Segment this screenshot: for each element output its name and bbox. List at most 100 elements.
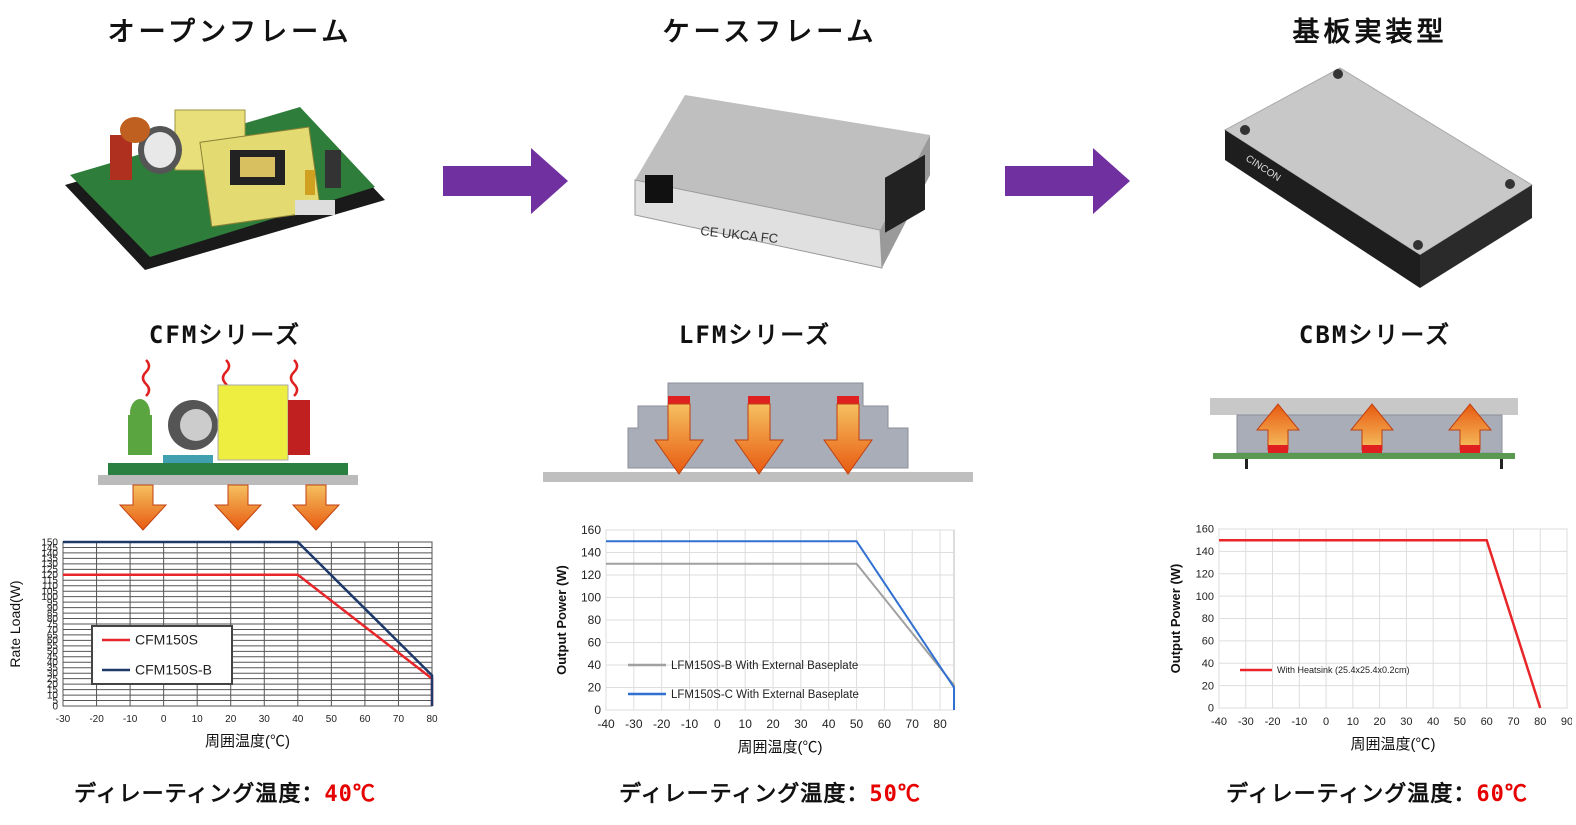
x-tick-label: 0 (714, 717, 721, 731)
x-tick-label: 50 (1454, 716, 1466, 728)
derating-label: ディレーティング温度： (1226, 782, 1477, 807)
derating-temp-lfm: ディレーティング温度：50℃ (595, 776, 945, 808)
x-tick-label: 80 (933, 717, 947, 731)
case-frame-heat-diagram (543, 382, 973, 482)
x-axis-label: 周囲温度(℃) (738, 739, 823, 756)
heat-wave-icon (141, 359, 151, 397)
x-tick-label: 40 (822, 717, 836, 731)
series-title-cbm: CBMシリーズ (1298, 321, 1452, 349)
heat-arrow-down-icon (654, 396, 704, 475)
board-mount-product-image: CINCON (1224, 67, 1533, 288)
x-tick-label: -10 (123, 714, 138, 725)
y-tick-label: 5 (52, 696, 58, 707)
x-tick-label: -10 (681, 717, 699, 731)
legend-label: CFM150S (135, 632, 198, 648)
x-tick-label: -20 (89, 714, 104, 725)
derating-label: ディレーティング温度： (619, 782, 870, 807)
x-tick-label: 10 (192, 714, 204, 725)
y-tick-label: 40 (47, 658, 59, 669)
flow-arrow-2 (1005, 148, 1130, 214)
y-tick-label: 0 (52, 701, 58, 712)
y-tick-label: 80 (47, 614, 59, 625)
heat-wave-icon (289, 359, 299, 397)
heat-arrow-down-icon (213, 484, 263, 531)
series-title-cfm: CFMシリーズ (148, 321, 302, 349)
y-tick-label: 40 (588, 658, 602, 672)
board-mount-heat-diagram (1210, 398, 1518, 469)
x-tick-label: 60 (359, 714, 371, 725)
series-line (606, 540, 955, 710)
y-tick-label: 160 (1196, 524, 1214, 536)
column-title-open-frame: オープンフレーム (107, 17, 353, 48)
y-tick-label: 20 (47, 679, 59, 690)
y-axis-label: Output Power (W) (1168, 564, 1183, 674)
x-tick-label: -20 (1265, 716, 1281, 728)
heat-arrow-down-icon (823, 396, 873, 475)
heat-arrow-up-icon (1447, 403, 1493, 453)
series-title-lfm: LFMシリーズ (678, 321, 832, 349)
y-tick-label: 80 (1202, 613, 1214, 625)
y-tick-label: 10 (47, 690, 59, 701)
x-tick-label: -30 (1238, 716, 1254, 728)
y-tick-label: 140 (41, 548, 58, 559)
column-title-case-frame: ケースフレーム (662, 17, 878, 48)
y-axis-label: Output Power (W) (554, 565, 569, 675)
y-tick-label: 135 (41, 554, 58, 565)
y-tick-label: 110 (42, 581, 58, 592)
heat-arrow-up-icon (1349, 403, 1395, 453)
y-tick-label: 80 (588, 613, 602, 627)
legend-label: LFM150S-B With External Baseplate (671, 660, 858, 672)
x-tick-label: 80 (1534, 716, 1546, 728)
y-tick-label: 40 (1202, 658, 1214, 670)
derating-temp-cfm: ディレーティング温度：40℃ (50, 776, 400, 808)
x-tick-label: -40 (597, 717, 615, 731)
y-tick-label: 20 (588, 681, 602, 695)
y-tick-label: 25 (47, 674, 59, 685)
x-tick-label: -10 (1291, 716, 1307, 728)
y-tick-label: 120 (581, 568, 601, 582)
y-tick-label: 85 (47, 608, 59, 619)
y-tick-label: 100 (41, 592, 58, 603)
x-tick-label: 0 (161, 714, 167, 725)
x-tick-label: 40 (292, 714, 304, 725)
x-tick-label: 60 (878, 717, 892, 731)
y-tick-label: 0 (1208, 703, 1214, 715)
derating-value: 40℃ (324, 782, 376, 807)
y-tick-label: 160 (581, 523, 601, 537)
x-tick-label: 40 (1427, 716, 1439, 728)
y-tick-label: 115 (42, 576, 58, 587)
x-tick-label: 0 (1323, 716, 1329, 728)
y-tick-label: 100 (581, 591, 601, 605)
case-frame-product-image: CE UKCA FC (634, 95, 930, 269)
y-tick-label: 65 (47, 630, 59, 641)
y-tick-label: 50 (47, 647, 59, 658)
x-tick-label: 20 (225, 714, 237, 725)
derating-value: 60℃ (1476, 782, 1528, 807)
x-tick-label: -40 (1211, 716, 1227, 728)
heat-arrow-up-icon (1255, 403, 1301, 453)
y-tick-label: 120 (1196, 568, 1214, 580)
x-tick-label: 80 (426, 714, 438, 725)
derating-temp-cbm: ディレーティング温度：60℃ (1202, 776, 1552, 808)
series-line (1219, 538, 1542, 709)
y-tick-label: 100 (1196, 591, 1214, 603)
open-frame-product-image (65, 107, 385, 270)
heat-arrow-down-icon (118, 484, 168, 531)
x-axis-label: 周囲温度(℃) (205, 733, 290, 750)
legend-box (91, 625, 233, 685)
x-tick-label: 30 (794, 717, 808, 731)
heat-arrow-down-icon (291, 484, 341, 531)
y-tick-label: 140 (1196, 546, 1214, 558)
series-line (63, 540, 434, 706)
y-tick-label: 95 (47, 597, 59, 608)
x-tick-label: 60 (1481, 716, 1493, 728)
x-tick-label: 50 (326, 714, 338, 725)
cfm-derating-chart: 0510152025303540455055606570758085909510… (7, 537, 438, 750)
x-tick-label: 90 (1561, 716, 1572, 728)
y-tick-label: 15 (47, 685, 59, 696)
legend-label: With Heatsink (25.4x25.4x0.2cm) (1277, 665, 1410, 675)
x-tick-label: 70 (1507, 716, 1519, 728)
derating-value: 50℃ (869, 782, 921, 807)
flow-arrow-1 (443, 148, 568, 214)
